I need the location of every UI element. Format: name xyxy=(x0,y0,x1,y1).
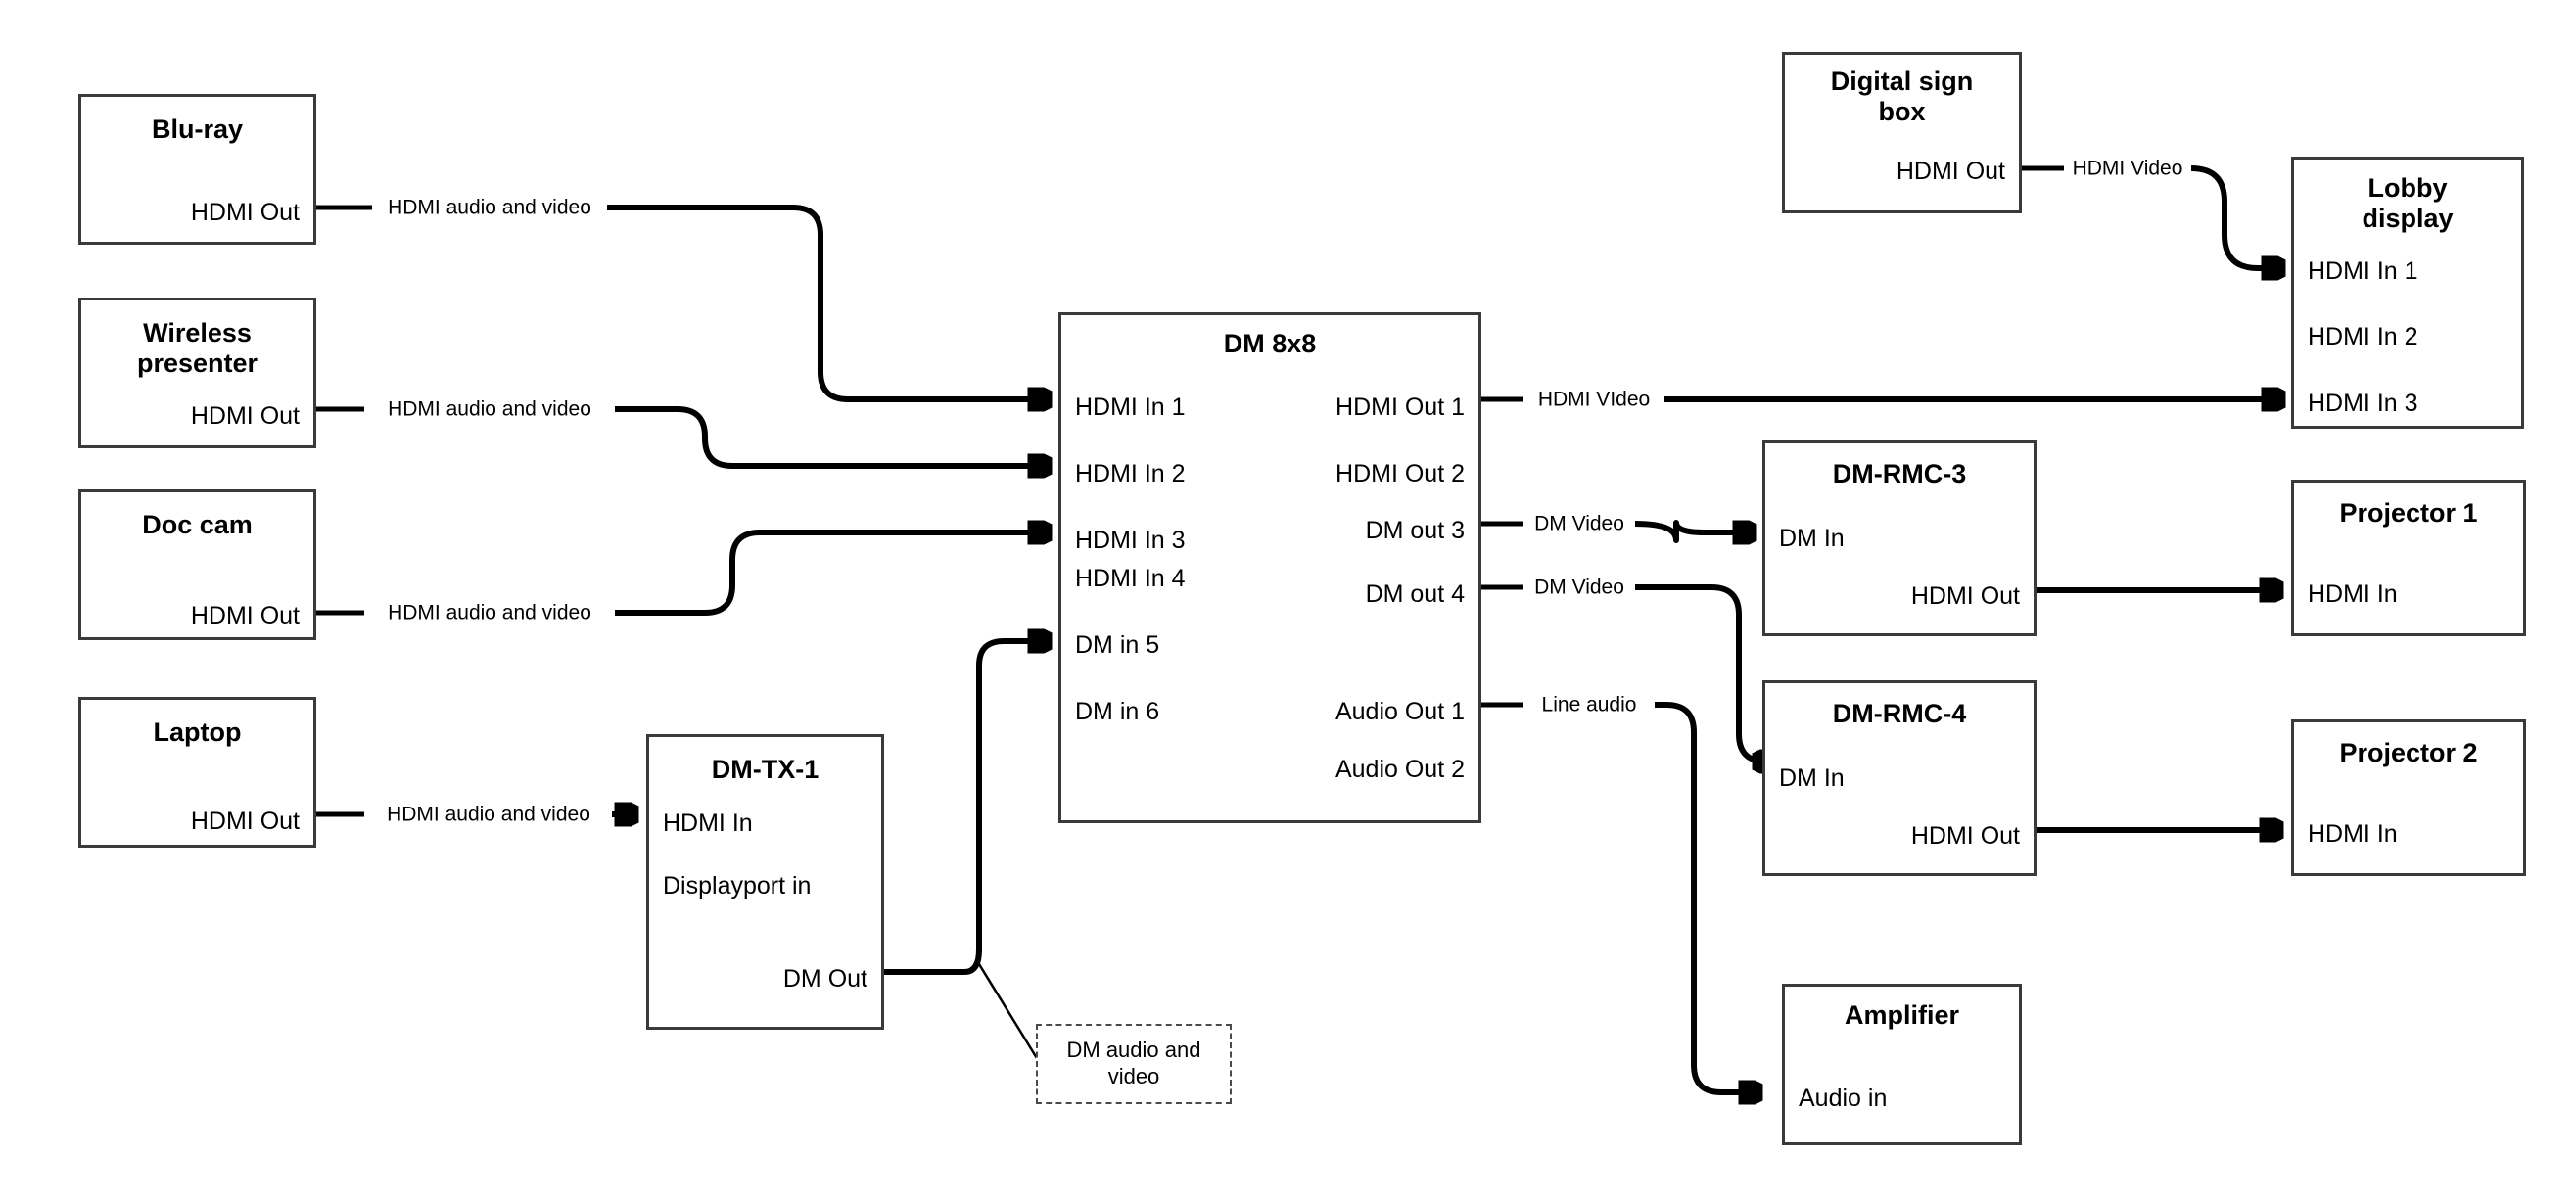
wire-doccam-to-hdmi-in-3 xyxy=(615,532,1050,616)
wire-label-hdmiout1-to-lobby: HDMI VIdeo xyxy=(1532,389,1656,410)
wire-label-doccam-to-in3: HDMI audio and video xyxy=(383,602,596,624)
port-rmc3-dm-in: DM In xyxy=(1779,525,1845,552)
node-dm-tx-1[interactable]: DM-TX-1 HDMI In Displayport in DM Out xyxy=(646,734,884,1030)
port-projector1-hdmi-in: HDMI In xyxy=(2308,580,2398,608)
port-lobby-hdmi-in-1: HDMI In 1 xyxy=(2308,257,2418,285)
port-lobby-hdmi-in-3: HDMI In 3 xyxy=(2308,390,2418,417)
port-dmtx1-displayport-in: Displayport in xyxy=(663,872,812,900)
wire-bluray-to-hdmi-in-1 xyxy=(607,205,1050,399)
port-dmtx1-dm-out: DM Out xyxy=(782,965,867,993)
port-dm8x8-hdmi-out-2: HDMI Out 2 xyxy=(1335,460,1465,487)
port-dm8x8-hdmi-in-2: HDMI In 2 xyxy=(1075,460,1186,487)
node-dm-8x8[interactable]: DM 8x8 HDMI In 1 HDMI In 2 HDMI In 3 HDM… xyxy=(1058,312,1481,823)
node-lobby-display[interactable]: Lobby display HDMI In 1 HDMI In 2 HDMI I… xyxy=(2291,157,2524,429)
node-amplifier[interactable]: Amplifier Audio in xyxy=(1782,984,2022,1145)
port-rmc4-hdmi-out: HDMI Out xyxy=(1910,822,2020,850)
port-dm8x8-hdmi-in-4: HDMI In 4 xyxy=(1075,565,1186,592)
wire-note-leader xyxy=(977,963,1042,1064)
node-wireless-presenter-title: Wireless presenter xyxy=(136,318,258,379)
node-dm-rmc-3[interactable]: DM-RMC-3 DM In HDMI Out xyxy=(1762,440,2037,636)
wire-label-wireless-to-in2: HDMI audio and video xyxy=(383,398,596,420)
wire-dmout4-to-rmc4 xyxy=(1635,584,1766,762)
note-dm-audio-and-video: DM audio and video xyxy=(1036,1024,1232,1104)
port-dm8x8-dm-out-4: DM out 4 xyxy=(1365,580,1465,608)
port-dm8x8-dm-out-3: DM out 3 xyxy=(1365,517,1465,544)
node-digital-sign-box[interactable]: Digital sign box HDMI Out xyxy=(1782,52,2022,213)
node-laptop-title: Laptop xyxy=(153,717,242,747)
port-laptop-hdmi-out: HDMI Out xyxy=(190,808,300,835)
node-projector-1-title: Projector 1 xyxy=(2339,498,2478,528)
wire-label-laptop-to-dmtx1: HDMI audio and video xyxy=(382,804,595,825)
node-dm-rmc-4-title: DM-RMC-4 xyxy=(1832,699,1967,728)
port-projector2-hdmi-in: HDMI In xyxy=(2308,820,2398,848)
wire-dmout3-to-rmc3 xyxy=(1634,520,1755,540)
node-dm-tx-1-title: DM-TX-1 xyxy=(711,755,820,784)
port-dmtx1-hdmi-in: HDMI In xyxy=(663,809,753,837)
node-wireless-presenter[interactable]: Wireless presenter HDMI Out xyxy=(78,298,316,448)
wire-label-dmout3-to-rmc3: DM Video xyxy=(1529,513,1629,534)
node-digital-sign-box-title: Digital sign box xyxy=(1830,67,1974,127)
node-amplifier-title: Amplifier xyxy=(1844,1000,1960,1030)
port-bluray-hdmi-out: HDMI Out xyxy=(190,199,300,226)
port-digitalsign-hdmi-out: HDMI Out xyxy=(1896,158,2005,185)
port-rmc3-hdmi-out: HDMI Out xyxy=(1910,582,2020,610)
wire-sign-to-lobby-in1 xyxy=(2190,165,2283,268)
wire-wireless-to-hdmi-in-2 xyxy=(615,406,1050,466)
port-dm8x8-hdmi-in-3: HDMI In 3 xyxy=(1075,527,1186,554)
node-laptop[interactable]: Laptop HDMI Out xyxy=(78,697,316,848)
wire-label-bluray-to-in1: HDMI audio and video xyxy=(383,197,596,218)
port-dm8x8-hdmi-in-1: HDMI In 1 xyxy=(1075,393,1186,421)
port-wireless-hdmi-out: HDMI Out xyxy=(190,402,300,430)
port-amplifier-audio-in: Audio in xyxy=(1799,1085,1888,1112)
node-projector-2-title: Projector 2 xyxy=(2339,738,2478,767)
wire-label-audioout1-to-amplifier: Line audio xyxy=(1536,694,1642,716)
node-doc-cam[interactable]: Doc cam HDMI Out xyxy=(78,489,316,640)
port-lobby-hdmi-in-2: HDMI In 2 xyxy=(2308,323,2418,350)
port-dm8x8-hdmi-out-1: HDMI Out 1 xyxy=(1335,393,1465,421)
port-dm8x8-audio-out-1: Audio Out 1 xyxy=(1335,698,1465,725)
wire-label-dmout4-to-rmc4: DM Video xyxy=(1529,577,1629,598)
port-rmc4-dm-in: DM In xyxy=(1779,764,1845,792)
node-bluray-title: Blu-ray xyxy=(151,115,244,144)
wire-label-sign-to-lobby: HDMI Video xyxy=(2067,158,2188,179)
node-dm-rmc-4[interactable]: DM-RMC-4 DM In HDMI Out xyxy=(1762,680,2037,876)
wire-dmtx1-to-dm-in-5 xyxy=(884,641,1050,975)
node-lobby-display-title: Lobby display xyxy=(2362,173,2454,234)
port-dm8x8-dm-in-6: DM in 6 xyxy=(1075,698,1160,725)
node-dm-8x8-title: DM 8x8 xyxy=(1223,329,1317,358)
node-projector-1[interactable]: Projector 1 HDMI In xyxy=(2291,480,2526,636)
node-doc-cam-title: Doc cam xyxy=(142,510,253,539)
node-bluray[interactable]: Blu-ray HDMI Out xyxy=(78,94,316,245)
port-dm8x8-dm-in-5: DM in 5 xyxy=(1075,631,1160,659)
port-doccam-hdmi-out: HDMI Out xyxy=(190,602,300,629)
wire-audioout1-to-amplifier xyxy=(1655,702,1760,1092)
node-dm-rmc-3-title: DM-RMC-3 xyxy=(1832,459,1967,488)
node-projector-2[interactable]: Projector 2 HDMI In xyxy=(2291,719,2526,876)
port-dm8x8-audio-out-2: Audio Out 2 xyxy=(1335,756,1465,783)
